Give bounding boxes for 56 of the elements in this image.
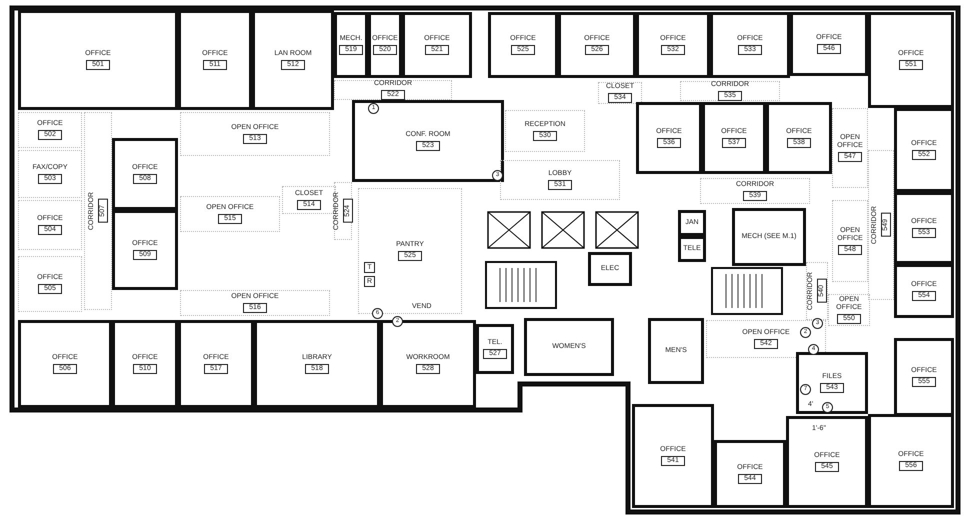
floor-area — [832, 200, 868, 282]
floor-area — [700, 178, 810, 204]
room-outline — [710, 12, 790, 78]
floor-area — [180, 112, 330, 156]
room-outline — [334, 12, 368, 78]
floor-area — [832, 108, 868, 188]
room-outline — [112, 320, 178, 408]
room-outline — [524, 318, 614, 376]
floor-area — [180, 196, 280, 232]
floor-area — [18, 150, 82, 198]
room-outline — [766, 102, 832, 174]
room-outline — [894, 108, 954, 192]
floor-area — [598, 82, 642, 104]
room-outline — [252, 10, 334, 110]
room-outline — [112, 138, 178, 210]
room-outline — [352, 100, 504, 182]
room-outline — [18, 320, 112, 408]
room-outline — [254, 320, 380, 408]
room-outline — [868, 414, 954, 508]
floor-area — [500, 160, 620, 200]
floor-area — [180, 290, 330, 316]
room-outline — [868, 12, 954, 108]
room-outline — [632, 404, 714, 508]
room-outline — [702, 102, 766, 174]
floor-area — [828, 294, 870, 326]
floor-area — [18, 256, 82, 312]
room-outline — [380, 320, 476, 408]
room-outline — [558, 12, 636, 78]
room-outline — [678, 236, 706, 262]
floor-area — [505, 110, 585, 152]
room-outline — [636, 12, 710, 78]
room-outline — [894, 264, 954, 318]
room-outline — [402, 12, 472, 78]
room-outline — [368, 12, 402, 78]
room-outline — [476, 324, 514, 374]
floor-area — [806, 262, 828, 320]
floor-area — [334, 182, 352, 240]
room-outline — [732, 208, 806, 266]
room-outline — [790, 12, 868, 76]
room-outline — [648, 318, 704, 384]
room-outline — [488, 12, 558, 78]
room-outline — [636, 102, 702, 174]
room-outline — [894, 192, 954, 264]
room-outline — [894, 338, 954, 416]
room-outline — [18, 10, 178, 110]
floor-area — [18, 112, 82, 148]
room-outline — [112, 210, 178, 290]
room-outline — [786, 416, 868, 508]
floor-area — [680, 81, 780, 101]
room-outline — [178, 10, 252, 110]
room-outline — [588, 252, 632, 286]
room-outline — [178, 320, 254, 408]
room-outline — [678, 210, 706, 236]
room-outline — [714, 440, 786, 508]
room-outline — [796, 352, 868, 414]
floor-area — [18, 200, 82, 250]
